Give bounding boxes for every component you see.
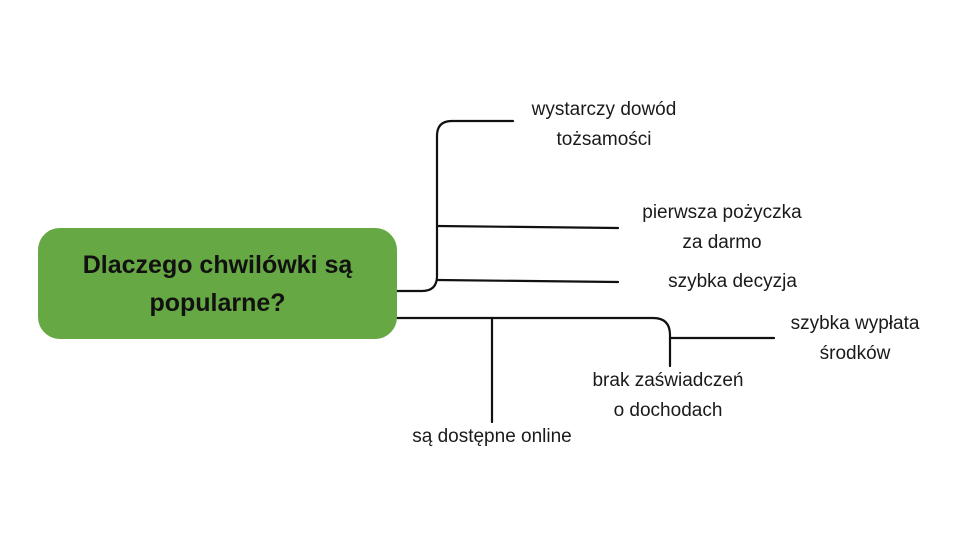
branch-label-line-1: szybka decyzja bbox=[668, 271, 797, 292]
branch-brak-zaswiadczen: brak zaświadczeń o dochodach bbox=[568, 366, 768, 426]
branch-label-line-2: środków bbox=[819, 343, 891, 364]
branch-label-line-2: tożsamości bbox=[556, 129, 652, 150]
branch-label-line-1: brak zaświadczeń bbox=[592, 370, 744, 391]
branch-label-line-2: o dochodach bbox=[613, 400, 723, 421]
branch-label-line-1: są dostępne online bbox=[412, 426, 572, 447]
branch-label-line-1: szybka wypłata bbox=[790, 313, 920, 334]
central-topic-line-2: popularne? bbox=[149, 288, 286, 317]
branch-label-line-1: wystarczy dowód bbox=[531, 99, 677, 120]
connector-lower-trunk bbox=[395, 316, 672, 368]
branch-wystarczy-dowod: wystarczy dowód tożsamości bbox=[519, 95, 689, 155]
branch-label-line-1: pierwsza pożyczka bbox=[642, 202, 802, 223]
branch-pierwsza-pozyczka: pierwsza pożyczka za darmo bbox=[622, 198, 822, 258]
branch-label-line-2: za darmo bbox=[682, 232, 762, 253]
branch-szybka-wyplata: szybka wypłata środków bbox=[770, 309, 940, 369]
central-topic-line-1: Dlaczego chwilówki są bbox=[82, 250, 353, 279]
connector-upper-trunk bbox=[395, 119, 515, 293]
connector-to-szybka-decyzja bbox=[435, 278, 620, 284]
connector-to-pierwsza bbox=[435, 224, 620, 230]
central-topic-node: Dlaczego chwilówki są popularne? bbox=[38, 228, 397, 339]
branch-dostepne-online: są dostępne online bbox=[387, 422, 597, 452]
branch-szybka-decyzja: szybka decyzja bbox=[645, 267, 820, 297]
